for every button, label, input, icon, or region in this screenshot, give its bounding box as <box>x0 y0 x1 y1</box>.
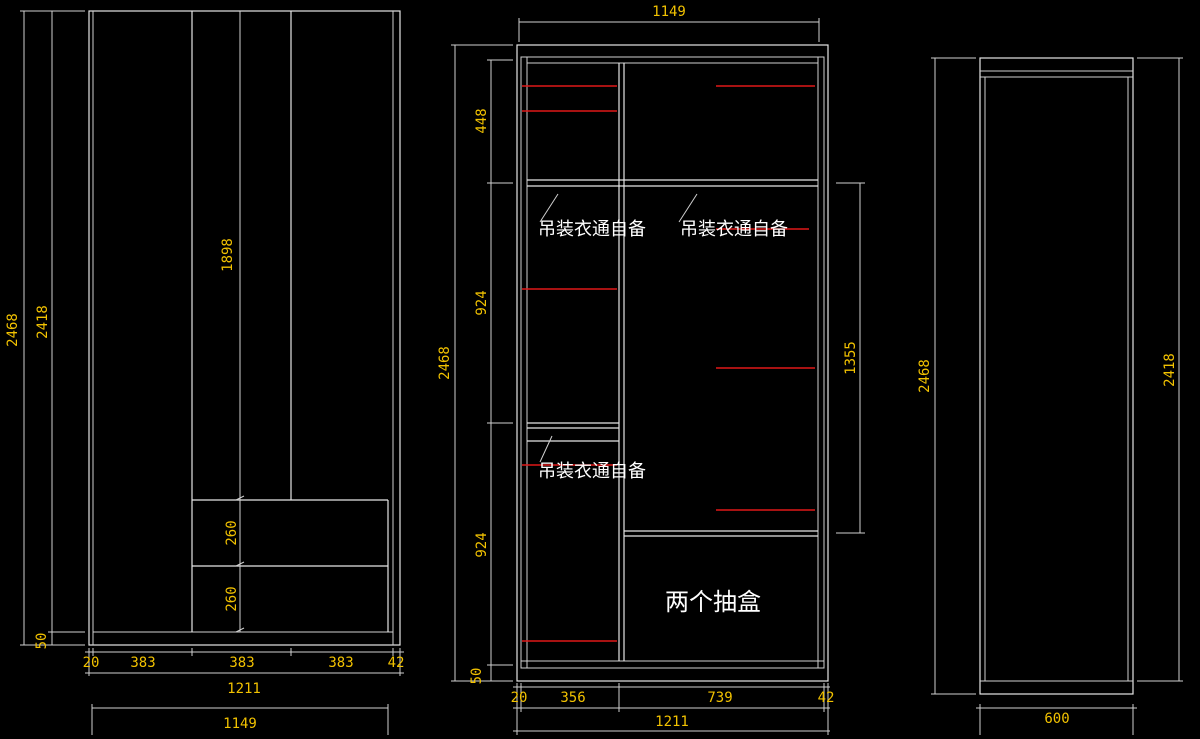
dim-front-drawer-1: 260 <box>224 520 240 545</box>
dim-interior-side-left: 20 <box>511 690 528 706</box>
dim-interior-left-width: 356 <box>560 690 585 706</box>
note-hanging-rod-left: 吊装衣通自备 <box>538 219 646 240</box>
dim-front-center-height: 1898 <box>220 238 236 272</box>
interior-elevation: 1149 吊装衣通自备 吊装衣通自备 <box>437 4 865 735</box>
dim-interior-low-section: 924 <box>474 532 490 557</box>
dim-front-col-1: 383 <box>130 655 155 671</box>
dim-interior-total-width: 1211 <box>655 714 689 730</box>
dim-front-drawer-2: 260 <box>224 586 240 611</box>
dim-side-overall-height: 2468 <box>917 359 933 393</box>
dim-front-col-2: 383 <box>229 655 254 671</box>
note-two-drawers: 两个抽盒 <box>665 588 761 616</box>
dim-interior-base: 50 <box>469 668 485 685</box>
dim-interior-right-width: 739 <box>707 690 732 706</box>
dim-interior-top-width: 1149 <box>652 4 686 20</box>
dim-side-depth: 600 <box>1044 711 1069 727</box>
dim-interior-side-right: 42 <box>818 690 835 706</box>
dim-front-col-3: 383 <box>328 655 353 671</box>
front-elevation: 1898 260 260 2468 2418 50 20 383 383 383… <box>5 10 405 735</box>
note-hanging-rod-right: 吊装衣通自备 <box>680 219 788 240</box>
dim-front-inner-height: 2418 <box>35 305 51 339</box>
dim-interior-top-section: 448 <box>474 108 490 133</box>
dim-interior-overall-height: 2468 <box>437 346 453 380</box>
dim-interior-mid-section: 924 <box>474 290 490 315</box>
dim-front-width-bottom: 1149 <box>223 716 257 732</box>
dim-front-base: 50 <box>34 633 50 650</box>
dim-side-inner-height: 2418 <box>1162 353 1178 387</box>
dim-front-total-width: 1211 <box>227 681 261 697</box>
front-outer-frame <box>88 10 401 646</box>
side-outer-frame <box>979 57 1134 695</box>
dim-front-side-right: 42 <box>388 655 405 671</box>
note-hanging-rod-lower: 吊装衣通自备 <box>538 461 646 482</box>
dim-interior-right-section: 1355 <box>843 341 859 375</box>
dim-front-side-left: 20 <box>83 655 100 671</box>
dim-front-overall-height: 2468 <box>5 313 21 347</box>
interior-outer-frame <box>516 44 829 682</box>
side-elevation: 2468 2418 600 <box>917 57 1183 735</box>
